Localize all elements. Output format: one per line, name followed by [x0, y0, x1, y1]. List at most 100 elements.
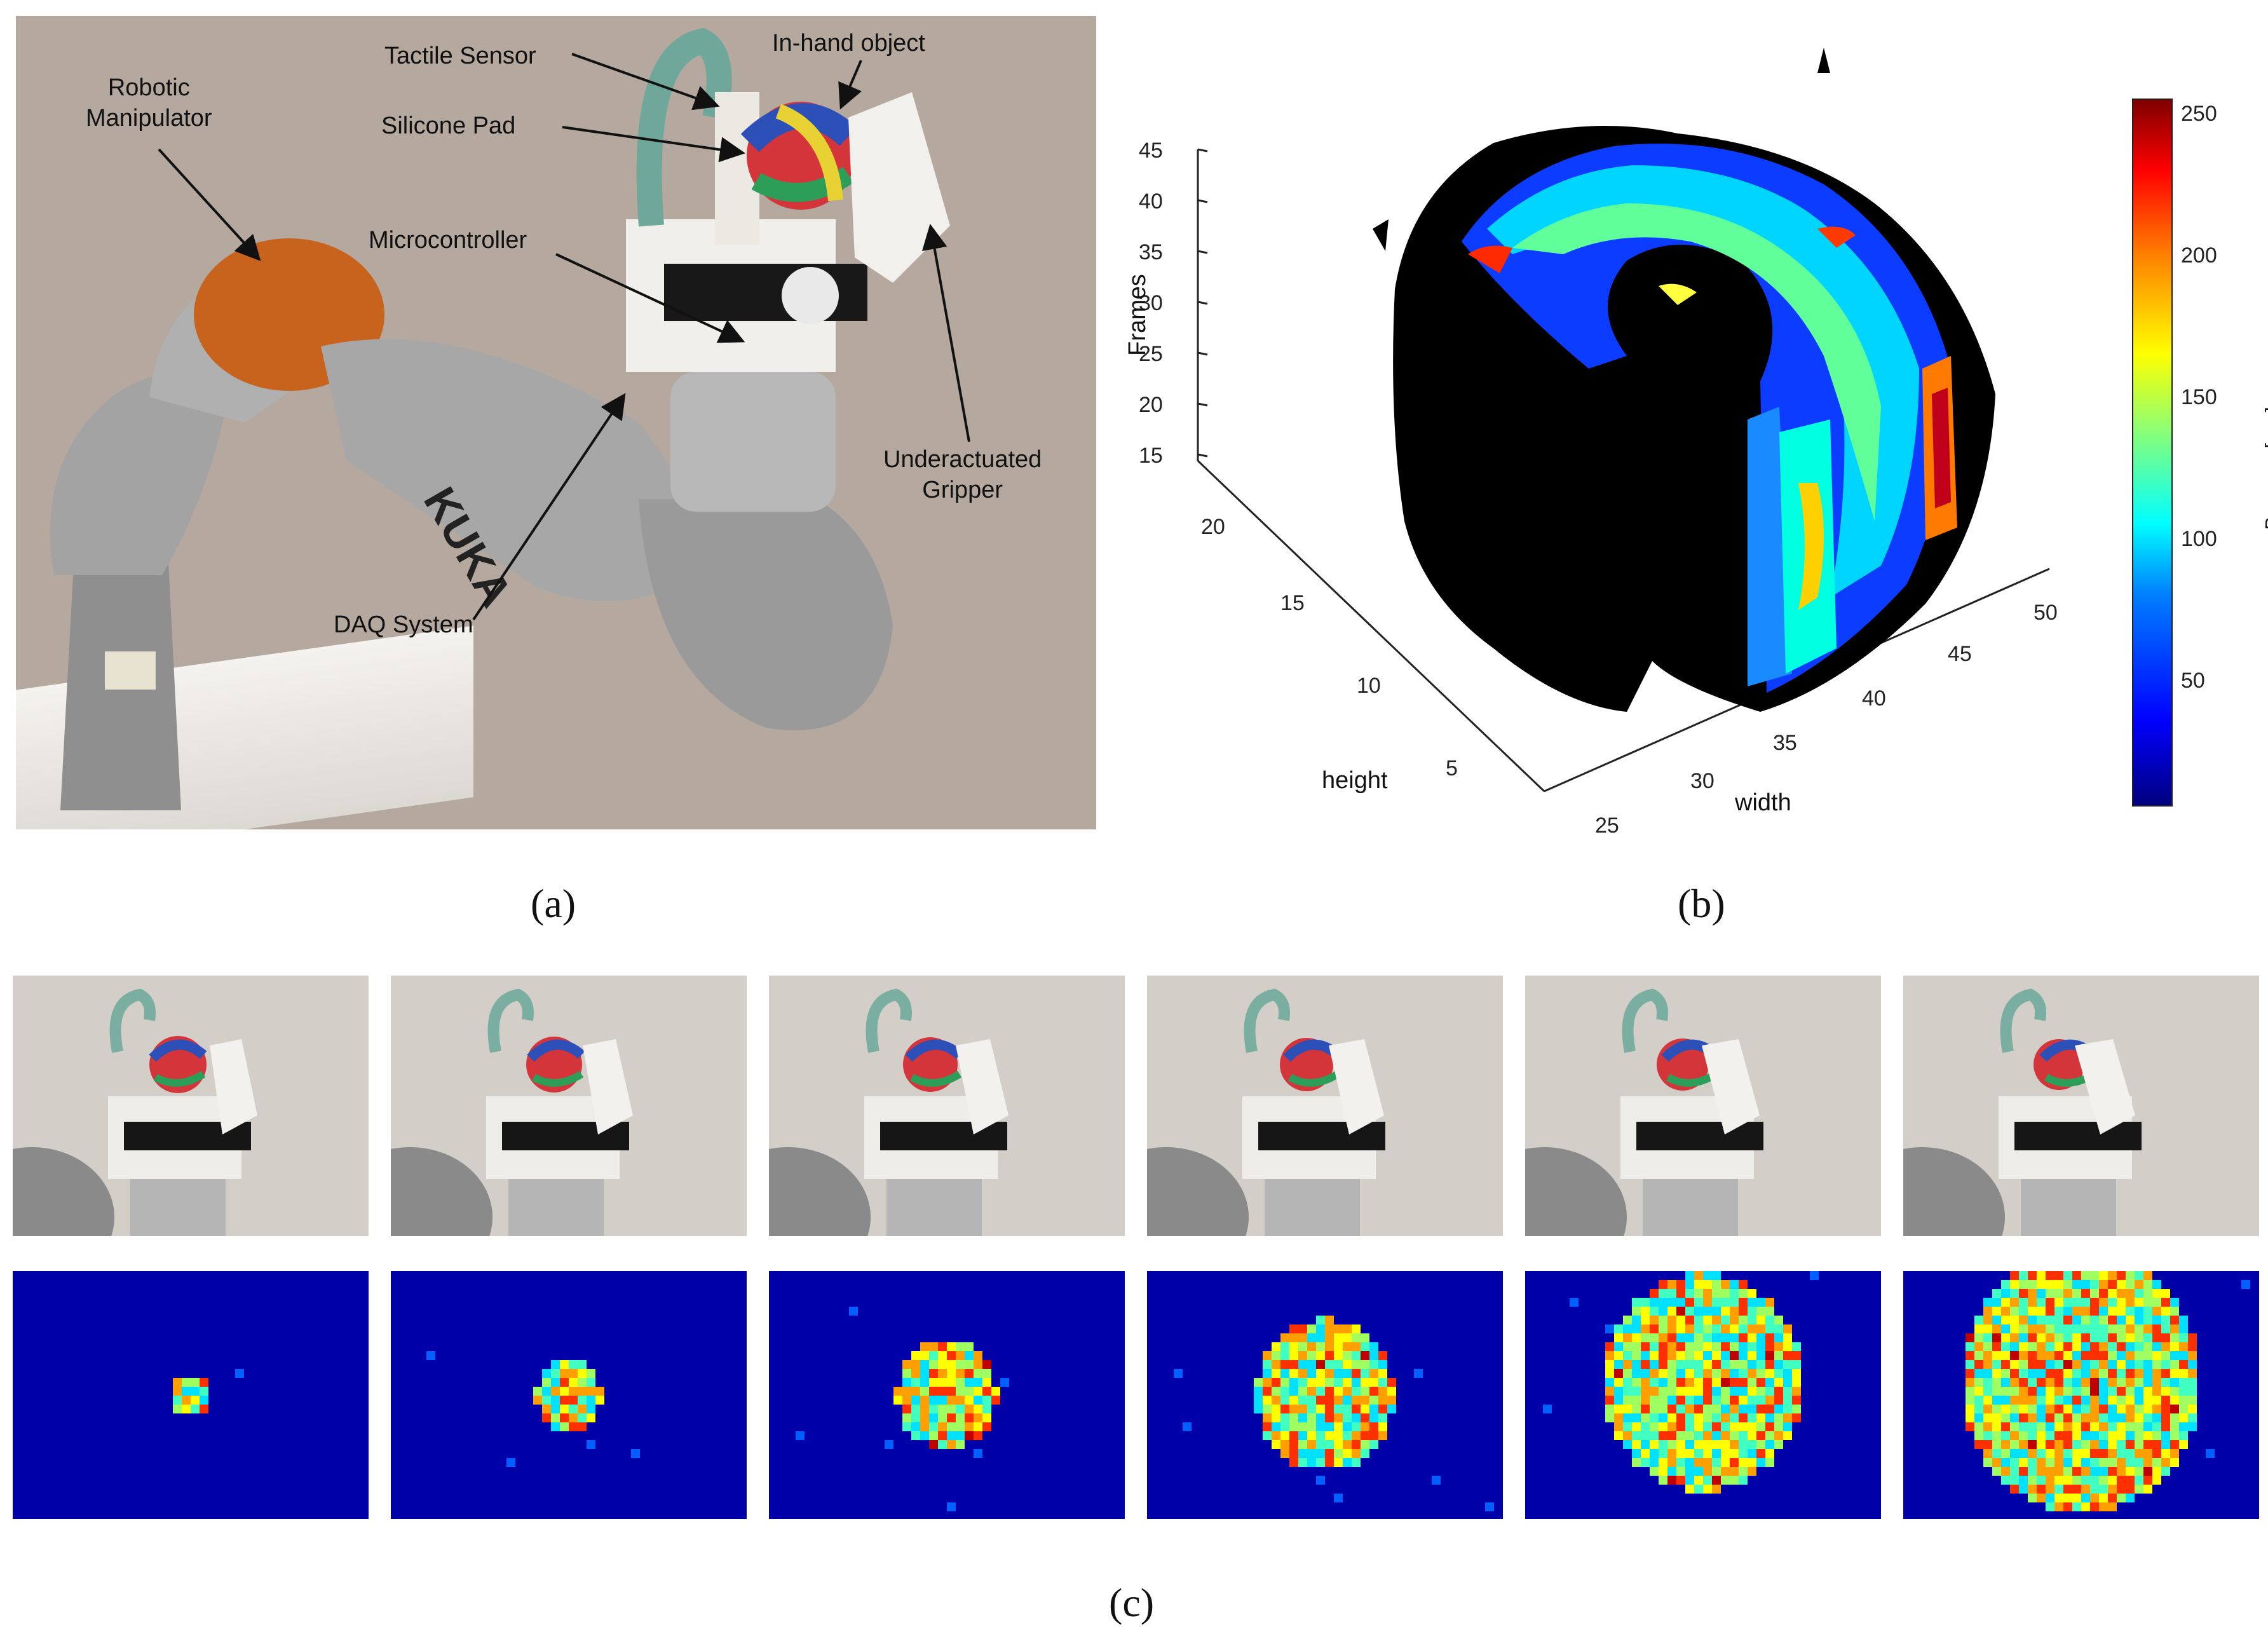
heatmap-cell: [2028, 1396, 2037, 1405]
heatmap-cell: [1432, 1476, 1441, 1485]
heatmap-cell: [2161, 1396, 2170, 1405]
heatmap-cell: [2028, 1422, 2037, 1431]
heatmap-cell: [2010, 1485, 2019, 1494]
heatmap-cell: [1298, 1405, 1307, 1413]
heatmap-cell: [1974, 1413, 1983, 1422]
heatmap-cell: [2099, 1360, 2108, 1369]
heatmap-cell: [1694, 1405, 1703, 1413]
heatmap-cell: [956, 1440, 965, 1449]
heatmap-cell: [2037, 1467, 2046, 1476]
heatmap-cell: [2037, 1458, 2046, 1467]
heatmap-cell: [1685, 1413, 1694, 1422]
heatmap-cell: [1650, 1396, 1659, 1405]
heatmap-cell: [2188, 1360, 2197, 1369]
heatmap-cell: [1414, 1369, 1423, 1378]
heatmap-cell: [929, 1387, 938, 1396]
heatmap-cell: [1685, 1387, 1694, 1396]
heatmap-cell: [1748, 1369, 1756, 1378]
heatmap-cell: [1983, 1396, 1992, 1405]
heatmap-cell: [1730, 1467, 1739, 1476]
heatmap-cell: [2108, 1280, 2117, 1289]
heatmap-cell: [1352, 1449, 1361, 1458]
heatmap-cell: [1712, 1440, 1721, 1449]
heatmap-cell: [1685, 1431, 1694, 1440]
heatmap-cell: [2099, 1422, 2108, 1431]
heatmap-cell: [2037, 1369, 2046, 1378]
heatmap-cell: [2099, 1387, 2108, 1396]
heatmap-cell: [1765, 1449, 1774, 1458]
heatmap-cell: [1992, 1431, 2001, 1440]
heatmap-cell: [1966, 1396, 1974, 1405]
heatmap-cell: [1289, 1351, 1298, 1360]
heatmap-cell: [587, 1378, 595, 1387]
heatmap-cell: [2081, 1449, 2090, 1458]
heatmap-cell: [1343, 1324, 1352, 1333]
heatmap-cell: [1316, 1342, 1325, 1351]
heatmap-cell: [1352, 1458, 1361, 1467]
heatmap-cell: [1774, 1316, 1783, 1324]
heatmap-cell: [1667, 1449, 1676, 1458]
heatmap-cell: [902, 1360, 911, 1369]
heatmap-cell: [2126, 1271, 2135, 1280]
heatmap-cell: [2028, 1387, 2037, 1396]
heatmap-cell: [1307, 1333, 1316, 1342]
heatmap-cell: [2117, 1316, 2126, 1324]
heatmap-cell: [1325, 1360, 1334, 1369]
heatmap-cell: [2063, 1422, 2072, 1431]
heatmap-cell: [1685, 1422, 1694, 1431]
heatmap-cell: [1974, 1351, 1983, 1360]
heatmap-cell: [974, 1422, 982, 1431]
heatmap-cell: [1966, 1342, 1974, 1351]
heatmap-cell: [1765, 1422, 1774, 1431]
heatmap-cell: [920, 1360, 929, 1369]
heatmap-cell: [551, 1378, 560, 1387]
heatmap-cell: [2135, 1307, 2143, 1316]
heatmap-cell: [956, 1405, 965, 1413]
heatmap-cell: [1316, 1458, 1325, 1467]
heatmap-cell: [2135, 1440, 2143, 1449]
heatmap-cell: [947, 1369, 956, 1378]
heatmap-cell: [1992, 1458, 2001, 1467]
heatmap-cell: [2072, 1342, 2081, 1351]
heatmap-cell: [2019, 1307, 2028, 1316]
heatmap-cell: [1334, 1333, 1343, 1342]
heatmap-cell: [1254, 1396, 1263, 1405]
heatmap-cell: [1774, 1333, 1783, 1342]
heatmap-cell: [2028, 1324, 2037, 1333]
heatmap-cell: [1712, 1369, 1721, 1378]
heatmap-cell: [1334, 1431, 1343, 1440]
heatmap-cell: [947, 1502, 956, 1511]
heatmap-cell: [911, 1351, 920, 1360]
heatmap-cell: [2037, 1289, 2046, 1298]
heatmap-cell: [1739, 1360, 1748, 1369]
heatmap-cell: [569, 1405, 578, 1413]
heatmap-cell: [2001, 1298, 2010, 1307]
heatmap-cell: [2179, 1440, 2188, 1449]
heatmap-cell: [1721, 1405, 1730, 1413]
heatmap-cell: [1289, 1333, 1298, 1342]
heatmap-cell: [2019, 1351, 2028, 1360]
heatmap-cell: [1730, 1360, 1739, 1369]
heatmap-cell: [1765, 1360, 1774, 1369]
heatmap-cell: [1966, 1360, 1974, 1369]
heatmap-cell: [2152, 1342, 2161, 1351]
heatmap-cell: [911, 1396, 920, 1405]
heatmap-cell: [1605, 1369, 1614, 1378]
heatmap-cell: [1641, 1342, 1650, 1351]
heatmap-cell: [2126, 1307, 2135, 1316]
heatmap-cell: [2090, 1271, 2099, 1280]
heatmap-cell: [2046, 1467, 2054, 1476]
heatmap-cell: [1289, 1413, 1298, 1422]
heatmap-cell: [1325, 1413, 1334, 1422]
heatmap-cell: [1748, 1378, 1756, 1387]
heatmap-cell: [1730, 1440, 1739, 1449]
heatmap-cell: [2037, 1360, 2046, 1369]
heatmap-cell: [1272, 1422, 1280, 1431]
heatmap-cell: [1307, 1378, 1316, 1387]
heatmap-cell: [551, 1422, 560, 1431]
heatmap-cell: [1730, 1324, 1739, 1333]
heatmap-cell: [1307, 1440, 1316, 1449]
heatmap-cell: [2037, 1494, 2046, 1502]
heatmap-cell: [1614, 1324, 1623, 1333]
heatmap-cell: [1703, 1360, 1712, 1369]
